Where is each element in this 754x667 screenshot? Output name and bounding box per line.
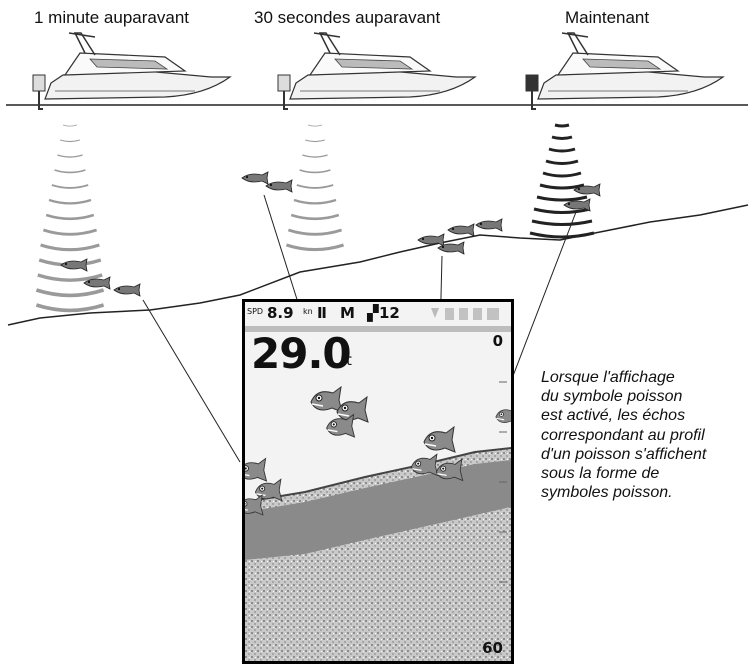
leader-line-1	[142, 299, 241, 463]
depth-unit: ft	[341, 351, 352, 369]
caption: Lorsque l'affichage du symbole poisson e…	[541, 369, 707, 502]
fish-symbol-3	[325, 413, 356, 438]
fish-symbol-5	[410, 453, 439, 477]
speed-value: 8.9	[267, 304, 294, 322]
mode-value: M	[340, 304, 355, 322]
sonar-beam-3	[529, 123, 595, 239]
boat-1-minute	[32, 32, 231, 110]
echogram	[245, 308, 511, 661]
fish-symbol-1	[310, 386, 343, 413]
fish-group-3	[417, 218, 503, 255]
fish-symbol-4	[423, 426, 456, 453]
range-top: 0	[492, 332, 503, 350]
boat-now	[525, 32, 724, 110]
label-1-minute: 1 minute auparavant	[34, 8, 189, 27]
fish-group-2	[241, 171, 293, 193]
fishfinder-screen: SPD 8.9 kn Ⅱ M ▞ 12 29.0 ft 0 60	[242, 299, 514, 664]
fish-symbol-7	[245, 457, 268, 482]
spd-label: SPD	[247, 307, 264, 316]
gain-value: 12	[379, 304, 400, 322]
hold-icon: Ⅱ	[317, 304, 327, 322]
range-bottom: 60	[482, 639, 503, 657]
depth-readout: 29.0	[251, 329, 352, 378]
label-now: Maintenant	[565, 8, 650, 27]
fish-symbol-9	[245, 494, 264, 516]
fish-symbol-10	[495, 405, 511, 425]
boat-30-seconds	[277, 32, 476, 110]
sonar-beam-2	[284, 124, 346, 252]
status-bar: SPD 8.9 kn Ⅱ M ▞ 12	[245, 302, 511, 326]
speed-unit: kn	[303, 307, 313, 316]
label-30-seconds: 30 secondes auparavant	[254, 8, 441, 27]
seabed-line	[7, 204, 749, 326]
gain-icon: ▞	[367, 304, 379, 322]
